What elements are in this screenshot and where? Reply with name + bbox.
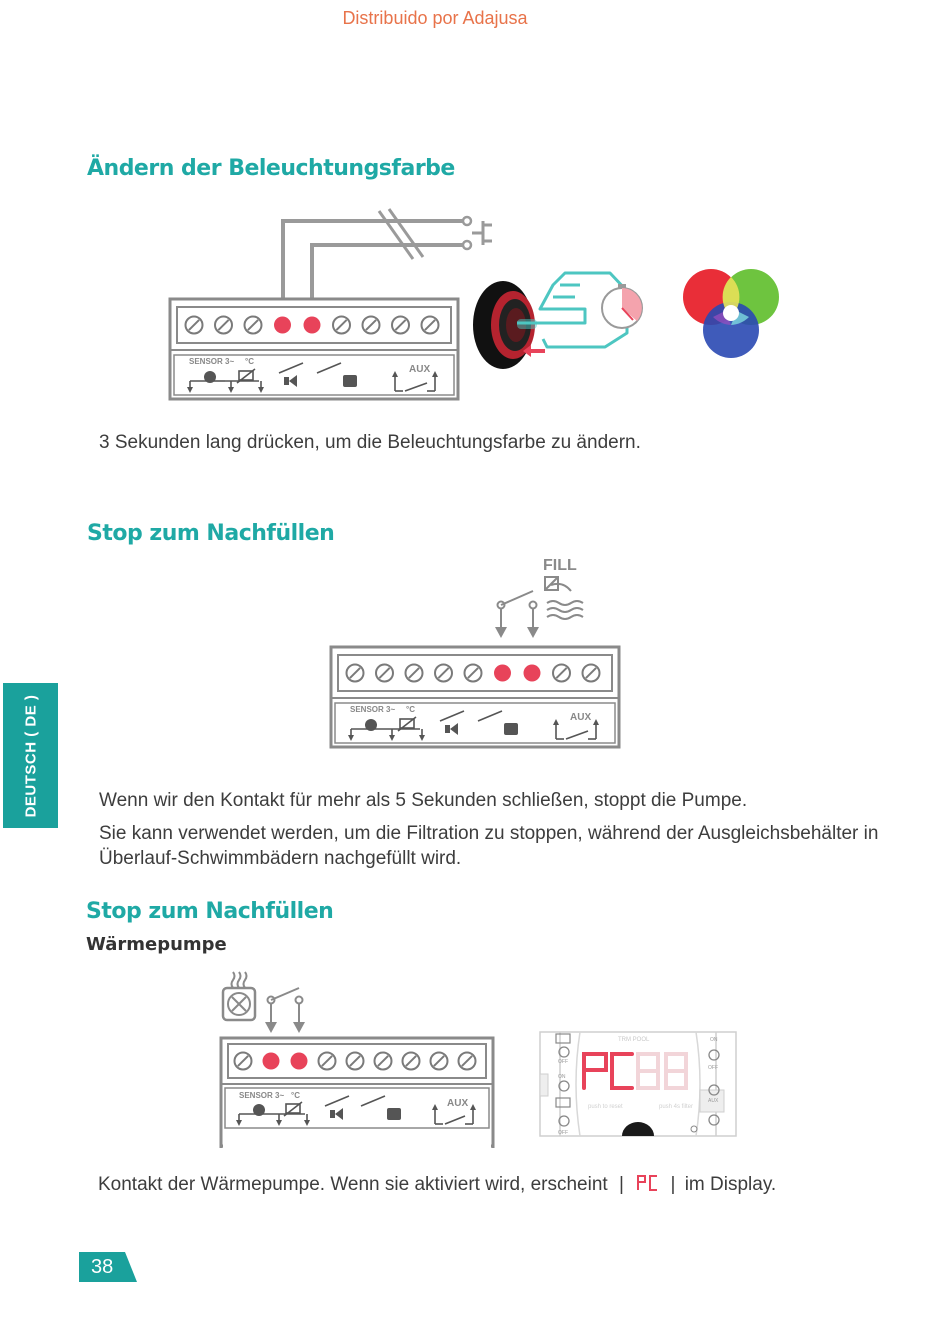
sensor-label: SENSOR 3~: [189, 357, 234, 366]
refill-instruction-2: Sie kann verwendet werden, um die Filtra…: [99, 823, 879, 869]
terminal-screw-slot: [424, 319, 436, 331]
terminal-screw-slot: [433, 1055, 445, 1067]
lighting-instruction: 3 Sekunden lang drücken, um die Beleucht…: [99, 432, 641, 453]
terminal-screw-slot: [321, 1055, 333, 1067]
terminal-screw-slot: [378, 667, 391, 679]
degree-label: °C: [245, 357, 254, 366]
terminal-screws: [345, 663, 601, 683]
terminal-screw: [262, 1052, 280, 1070]
controller-on-label: ON: [710, 1037, 718, 1043]
aux-label: AUX: [409, 364, 430, 375]
terminal-screw: [494, 664, 511, 682]
terminal-screw-slot: [467, 667, 479, 679]
controller-off-label: OFF: [558, 1130, 568, 1136]
heat-pump-diagram: SENSOR 3~ °C AUX: [219, 971, 495, 1148]
language-tab: DEUTSCH ( DE ): [3, 683, 58, 828]
distributor-header: Distribuido por Adajusa: [342, 8, 528, 28]
controller-button: [708, 1049, 720, 1061]
push-filter-label: push 4s filter: [659, 1104, 693, 1110]
push-reset-label: push to reset: [588, 1104, 623, 1110]
language-tab-label: DEUTSCH ( DE ): [22, 694, 39, 817]
controller-on-label: ON: [558, 1074, 566, 1080]
page-number: 38: [91, 1256, 114, 1278]
display-digit: [664, 1052, 688, 1090]
aux-label: AUX: [570, 712, 591, 723]
clock-icon: [690, 1125, 698, 1133]
separator: |: [618, 1174, 624, 1195]
controller-off-label: OFF: [558, 1059, 568, 1065]
section-title-lighting-color: Ändern der Beleuchtungsfarbe: [87, 156, 455, 181]
heat-pump-instruction: Kontakt der Wärmepumpe. Wenn sie aktivie…: [98, 1172, 776, 1197]
degree-label: °C: [291, 1091, 300, 1100]
terminal-screw: [303, 316, 321, 334]
section-title-heat-pump: Stop zum Nachfüllen: [86, 899, 334, 924]
terminal-screw-slot: [188, 319, 200, 331]
controller-display-panel: TRM POOL ON OFF AUX OFF ON OFF push to r…: [539, 1031, 737, 1137]
display-digit: [582, 1052, 608, 1090]
terminal-screw-slot: [394, 319, 407, 331]
terminal-screw-slot: [247, 319, 259, 331]
separator: |: [670, 1174, 676, 1195]
controller-button: [558, 1115, 570, 1127]
terminal-screw-slot: [408, 667, 420, 679]
display-pc-icon: [637, 1175, 658, 1191]
terminal-screw: [523, 664, 541, 682]
terminal-screw-slot: [461, 1055, 473, 1067]
controller-off-label: OFF: [708, 1065, 718, 1071]
pump-icon: [555, 1033, 571, 1044]
terminal-screw-slot: [585, 667, 597, 679]
controller-aux-label: AUX: [708, 1098, 719, 1104]
controller-button: [708, 1114, 720, 1126]
terminal-screw-slot: [365, 319, 377, 331]
controller-button: [558, 1080, 570, 1092]
sensor-label: SENSOR 3~: [350, 705, 395, 714]
degree-label: °C: [406, 705, 415, 714]
terminal-screw-slot: [217, 319, 230, 331]
lighting-diagram: SENSOR 3~ °C AUX: [168, 208, 779, 401]
fill-label: FILL: [543, 557, 577, 574]
controller-button: [558, 1046, 570, 1058]
terminal-screw-slot: [349, 1055, 361, 1067]
terminal-screw-slot: [349, 667, 361, 679]
refill-stop-diagram: FILL SENSOR 3~ °C AUX: [329, 557, 621, 749]
aux-label: AUX: [447, 1098, 468, 1109]
terminal-screws: [184, 315, 440, 335]
controller-knob: [622, 1122, 654, 1136]
terminal-screw-slot: [437, 667, 450, 679]
terminal-screw-slot: [237, 1055, 249, 1067]
display-digit: [636, 1052, 660, 1090]
terminal-screw-slot: [335, 319, 348, 331]
sensor-label: SENSOR 3~: [239, 1091, 284, 1100]
terminal-screw: [290, 1052, 308, 1070]
terminal-screw-slot: [555, 667, 568, 679]
section-title-refill-stop: Stop zum Nachfüllen: [87, 521, 335, 546]
terminal-screw-slot: [377, 1055, 389, 1067]
heat-pump-text-after: im Display.: [684, 1174, 777, 1195]
page-number-tab: [79, 1252, 137, 1282]
display-digit: [610, 1052, 634, 1090]
terminal-screw-slot: [405, 1055, 417, 1067]
section-subtitle-heat-pump: Wärmepumpe: [86, 934, 227, 955]
terminal-screw: [274, 316, 291, 334]
controller-button: [708, 1084, 720, 1096]
refill-instruction-1: Wenn wir den Kontakt für mehr als 5 Seku…: [99, 790, 748, 811]
controller-brand: TRM POOL: [618, 1037, 650, 1043]
terminal-screws: [233, 1051, 477, 1071]
heat-pump-text-before: Kontakt der Wärmepumpe. Wenn sie aktivie…: [98, 1174, 608, 1195]
light-icon: [555, 1097, 571, 1108]
